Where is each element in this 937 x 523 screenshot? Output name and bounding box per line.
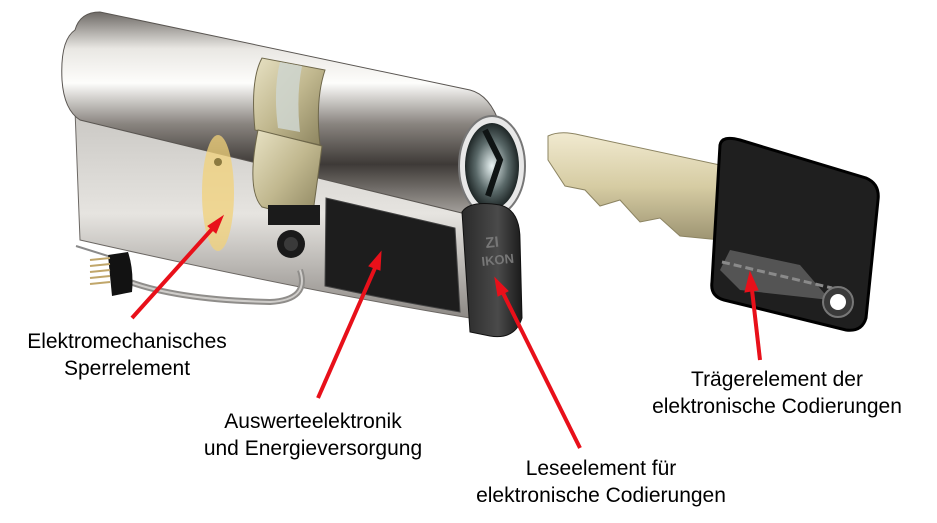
rivet	[214, 158, 222, 166]
arrow-leseelement	[501, 292, 582, 449]
arrow-sperrelement	[130, 226, 215, 320]
keyway-face	[458, 115, 526, 217]
label-auswerteelektronik: Auswerteelektronik und Energieversorgung	[178, 408, 448, 462]
label-line: Elektromechanisches	[27, 330, 227, 353]
label-traegerelement: Trägerelement der elektronische Codierun…	[622, 366, 932, 420]
label-leseelement: Leseelement für elektronische Codierunge…	[446, 455, 756, 509]
electronics-window	[324, 197, 461, 313]
brand-logo-icon: ZI	[485, 234, 500, 252]
cam-element	[252, 57, 326, 225]
locking-element-highlight	[202, 135, 234, 251]
label-line: elektronische Codierungen	[652, 395, 902, 418]
label-line: elektronische Codierungen	[476, 484, 726, 507]
label-line: Leseelement für	[525, 457, 677, 480]
label-line: und Energieversorgung	[203, 437, 423, 460]
label-line: Trägerelement der	[691, 368, 863, 391]
arrow-traegerelement	[750, 289, 762, 361]
key	[547, 132, 880, 332]
brand-text: IKON	[481, 251, 515, 269]
label-sperrelement: Elektromechanisches Sperrelement	[2, 328, 252, 382]
label-line: Sperrelement	[63, 357, 191, 380]
arrow-auswerteelektronik	[316, 267, 377, 399]
label-line: Auswerteelektronik	[224, 410, 402, 433]
key-head	[710, 136, 880, 332]
connector-socket	[277, 230, 305, 258]
pointer-arrows	[130, 214, 762, 449]
